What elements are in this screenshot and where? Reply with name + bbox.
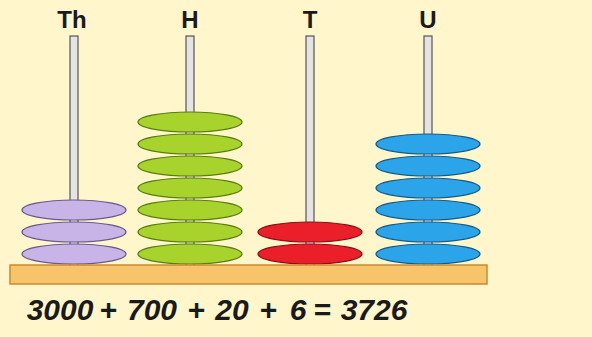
equation-operator: +: [99, 295, 117, 325]
abacus-bead: [376, 178, 480, 198]
abacus-bead: [376, 244, 480, 264]
place-value-heading: H: [181, 8, 198, 32]
abacus-bead: [138, 156, 242, 176]
abacus-bead: [376, 200, 480, 220]
abacus-bead: [258, 244, 362, 264]
abacus-bead: [22, 244, 126, 264]
abacus-bead: [258, 222, 362, 242]
equation-term: 700: [127, 295, 177, 325]
abacus-bead: [138, 200, 242, 220]
equation-term: 6: [290, 295, 307, 325]
place-value-heading: U: [419, 8, 436, 32]
abacus-bead: [376, 156, 480, 176]
abacus-bead: [22, 222, 126, 242]
equation-result: 3726: [341, 295, 408, 325]
abacus-bead: [138, 222, 242, 242]
equation-term: 3000: [27, 295, 94, 325]
abacus-beads: [22, 112, 480, 264]
equation-term: 20: [215, 295, 248, 325]
equation-operator: +: [259, 295, 277, 325]
place-value-heading: T: [303, 8, 318, 32]
abacus-bead: [138, 178, 242, 198]
place-value-heading: Th: [57, 8, 86, 32]
abacus-bead: [22, 200, 126, 220]
abacus-bead: [376, 222, 480, 242]
equation-operator: +: [187, 295, 205, 325]
abacus-bead: [138, 134, 242, 154]
equation-operator: =: [313, 295, 331, 325]
abacus-bead: [138, 244, 242, 264]
abacus-bead: [138, 112, 242, 132]
abacus-bead: [376, 134, 480, 154]
abacus-base: [10, 265, 487, 284]
